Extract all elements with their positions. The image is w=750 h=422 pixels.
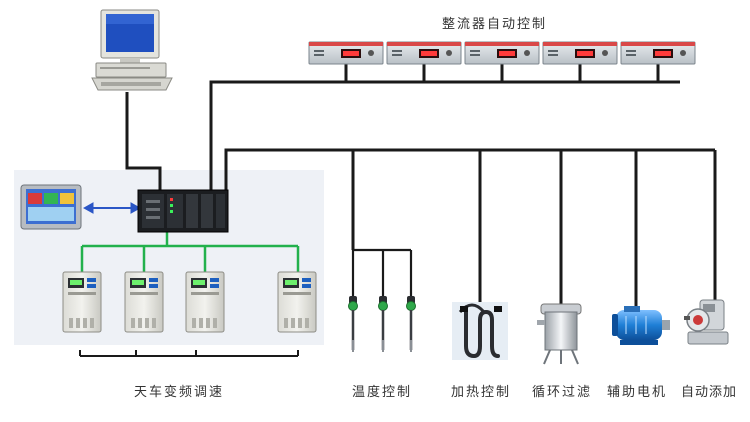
temperature-control-label: 温度控制: [352, 384, 412, 400]
hmi-link-arrow: [82, 202, 142, 214]
rectifier-unit-icon[interactable]: [386, 41, 462, 65]
vfd-inverter-icon[interactable]: [185, 271, 225, 333]
rectifier-feed-line: [209, 80, 680, 194]
temperature-sensor-icon[interactable]: [378, 296, 388, 352]
field-bus-line: [224, 148, 715, 196]
filter-tank-icon[interactable]: [537, 303, 582, 365]
plc-controller-icon[interactable]: [137, 189, 229, 233]
rectifier-unit-icon[interactable]: [308, 41, 384, 65]
crane-vfd-label: 天车变频调速: [134, 384, 224, 400]
circulation-filter-label: 循环过滤: [532, 385, 592, 400]
temperature-sensor-icon[interactable]: [348, 296, 358, 352]
rectifier-unit-icon[interactable]: [620, 41, 696, 65]
rectifier-units: [308, 41, 696, 65]
dosing-pump-icon[interactable]: [684, 299, 729, 345]
hmi-touch-panel-icon[interactable]: [20, 184, 82, 230]
pc-plc-line: [125, 92, 162, 192]
auxiliary-motor-label: 辅助电机: [607, 385, 667, 400]
vfd-units: [62, 271, 317, 333]
field-drops: [351, 150, 717, 308]
crane-bracket: [79, 350, 299, 357]
auto-dosing-label: 自动添加: [681, 385, 737, 400]
rectifier-unit-icon[interactable]: [464, 41, 540, 65]
sensor-branch-line: [351, 248, 413, 296]
heater-icon[interactable]: [452, 302, 508, 360]
vfd-network-lines: [80, 232, 300, 272]
rectifier-unit-icon[interactable]: [542, 41, 618, 65]
computer-icon[interactable]: [91, 9, 173, 91]
vfd-inverter-icon[interactable]: [124, 271, 164, 333]
motor-icon[interactable]: [612, 306, 670, 345]
vfd-inverter-icon[interactable]: [277, 271, 317, 333]
temperature-sensors: [348, 296, 416, 352]
heating-control-label: 加热控制: [451, 385, 511, 400]
temperature-sensor-icon[interactable]: [406, 296, 416, 352]
vfd-inverter-icon[interactable]: [62, 271, 102, 333]
rectifier-control-label: 整流器自动控制: [442, 17, 547, 32]
connection-lines: [79, 64, 717, 357]
rectifier-drops: [344, 64, 660, 82]
